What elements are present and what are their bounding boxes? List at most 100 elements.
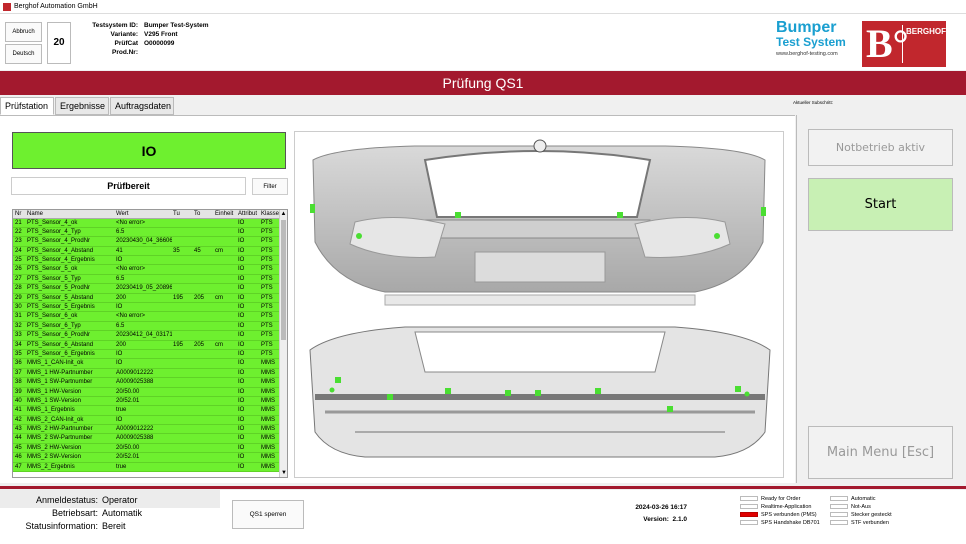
table-cell: A0009025388	[116, 379, 154, 386]
table-cell: IO	[238, 285, 245, 292]
table-cell: 27	[15, 275, 22, 282]
table-scrollbar[interactable]: ▲ ▼	[279, 210, 287, 477]
table-cell: MMS	[261, 360, 275, 367]
table-cell: IO	[238, 228, 245, 235]
table-cell: 200	[116, 294, 127, 301]
table-cell: <No error>	[116, 219, 146, 226]
table-cell: IO	[238, 332, 245, 339]
window-title: Berghof Automation GmbH	[14, 3, 98, 10]
qs1-sperren-button[interactable]: QS1 sperren	[232, 500, 304, 529]
main-menu-button[interactable]: Main Menu [Esc]	[808, 426, 953, 479]
table-cell: PTS_Sensor_6_ProdNr	[27, 332, 91, 339]
start-button[interactable]: Start	[808, 178, 953, 231]
table-cell: MMS_2 HW-Partnumber	[27, 426, 93, 433]
table-cell: IO	[238, 444, 245, 451]
table-cell: true	[116, 407, 127, 414]
indicator-lamp-icon	[740, 520, 758, 525]
table-cell: MMS_1 HW-Version	[27, 388, 82, 395]
table-cell: MMS	[261, 388, 275, 395]
deutsch-button[interactable]: Deutsch	[5, 44, 42, 64]
table-cell: IO	[238, 266, 245, 273]
table-cell: PTS	[261, 350, 273, 357]
table-cell: IO	[238, 257, 245, 264]
table-cell: IO	[238, 463, 245, 470]
table-cell: PTS	[261, 247, 273, 254]
status-indicator: Automatic	[830, 496, 875, 504]
scroll-down-icon[interactable]: ▼	[281, 470, 287, 476]
tab-pruefstation[interactable]: Prüfstation	[0, 97, 54, 115]
table-header: Nr Name Wert Tu To Einheit Attribut Klas…	[13, 210, 287, 219]
table-cell: MMS	[261, 369, 275, 376]
table-cell: 47	[15, 463, 22, 470]
table-cell: PTS	[261, 257, 273, 264]
table-cell: PTS_Sensor_6_Abstand	[27, 341, 94, 348]
table-cell: MMS_2_Ergebnis	[27, 463, 75, 470]
table-cell: 35	[173, 247, 180, 254]
tab-auftragsdaten[interactable]: Auftragsdaten	[110, 97, 174, 115]
table-cell: 20/50.00	[116, 388, 140, 395]
window-titlebar: Berghof Automation GmbH	[0, 0, 966, 14]
indicator-lamp-icon	[830, 504, 848, 509]
notbetrieb-button[interactable]: Notbetrieb aktiv	[808, 129, 953, 166]
footer: Anmeldestatus:Operator Betriebsart:Autom…	[0, 490, 966, 544]
table-cell: PTS	[261, 228, 273, 235]
table-cell: 195	[173, 341, 184, 348]
right-panel	[796, 115, 966, 483]
filter-button[interactable]: Filter	[252, 178, 288, 195]
table-cell: MMS	[261, 454, 275, 461]
tab-ergebnisse[interactable]: Ergebnisse	[55, 97, 109, 115]
table-cell: MMS	[261, 444, 275, 451]
table-cell: IO	[238, 379, 245, 386]
table-cell: MMS	[261, 463, 275, 470]
table-cell: MMS_2 SW-Partnumber	[27, 435, 93, 442]
scroll-thumb[interactable]	[281, 220, 286, 340]
table-cell: 42	[15, 416, 22, 423]
table-cell: IO	[238, 407, 245, 414]
table-cell: MMS_1_CAN-Init_ok	[27, 360, 84, 367]
table-cell: MMS	[261, 416, 275, 423]
table-cell: 6.5	[116, 275, 125, 282]
header: Abbruch Deutsch 20 Testsystem ID:Bumper …	[0, 14, 966, 70]
table-cell: PTS	[261, 238, 273, 245]
status-indicator: STF verbunden	[830, 520, 889, 528]
table-cell: PTS	[261, 322, 273, 329]
table-cell: 39	[15, 388, 22, 395]
table-cell: 205	[194, 341, 205, 348]
table-cell: 26	[15, 266, 22, 273]
status-indicator: SPS Handshake DB701	[740, 520, 820, 528]
table-cell: MMS	[261, 379, 275, 386]
abbruch-button[interactable]: Abbruch	[5, 22, 42, 42]
berghof-small-logo-icon	[3, 3, 11, 11]
status-indicator: SPS verbunden (PMS)	[740, 512, 817, 520]
scroll-up-icon[interactable]: ▲	[280, 211, 287, 217]
indicator-lamp-icon	[830, 512, 848, 517]
